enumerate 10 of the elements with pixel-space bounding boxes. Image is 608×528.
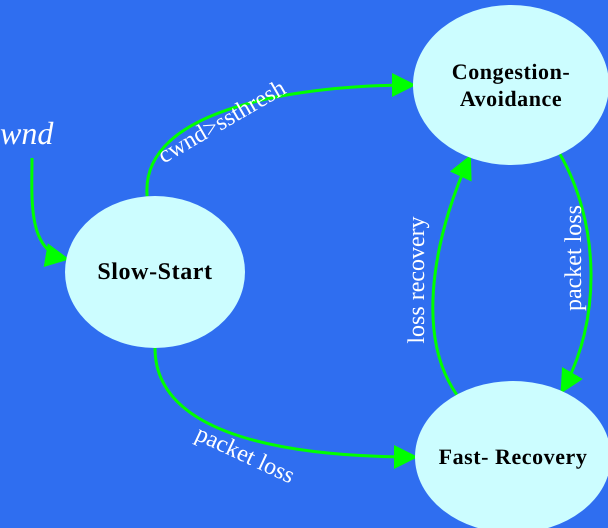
arrow bbox=[30, 158, 70, 264]
edge-label: packet loss bbox=[192, 422, 298, 488]
arrow bbox=[432, 154, 472, 396]
state-ellipse: Slow-Start bbox=[65, 196, 245, 348]
edge-label: packet loss bbox=[562, 205, 586, 311]
edge-label: loss recovery bbox=[405, 216, 429, 344]
state-label: wnd bbox=[0, 108, 64, 158]
state-ellipse: Fast- Recovery bbox=[415, 381, 608, 528]
arrow bbox=[558, 154, 592, 394]
state-ellipse: Congestion- Avoidance bbox=[413, 5, 608, 165]
